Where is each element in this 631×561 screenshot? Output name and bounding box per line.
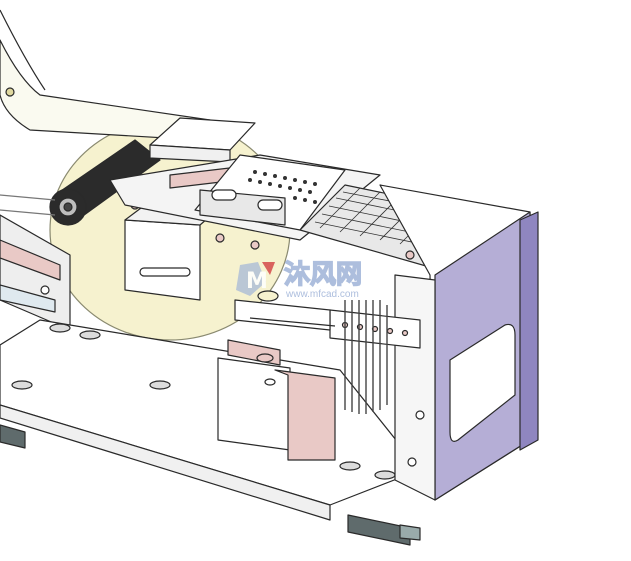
mount-hole	[79, 330, 101, 340]
base-plate	[0, 319, 421, 521]
pink-blocks	[217, 339, 336, 461]
mount-hole	[149, 380, 171, 390]
watermark: M 沐风网 www.mfcad.com	[236, 259, 363, 300]
watermark-brand: 沐风网	[284, 260, 362, 290]
perforated-plate	[194, 154, 346, 231]
slide-rail	[234, 290, 336, 331]
mount-hole	[49, 323, 71, 333]
left-side-plate	[0, 214, 71, 331]
slot	[257, 199, 283, 211]
watermark-logo-icon: M	[236, 262, 275, 296]
watermark-url: www.mfcad.com	[285, 289, 359, 300]
watermark-logo-letters: M	[246, 269, 268, 294]
mount-hole	[11, 380, 33, 390]
mount-hole	[339, 461, 361, 471]
slot	[211, 189, 237, 201]
mount-hole	[374, 470, 396, 480]
right-housing	[379, 184, 539, 501]
base-feet	[0, 424, 421, 546]
roller	[0, 139, 161, 226]
